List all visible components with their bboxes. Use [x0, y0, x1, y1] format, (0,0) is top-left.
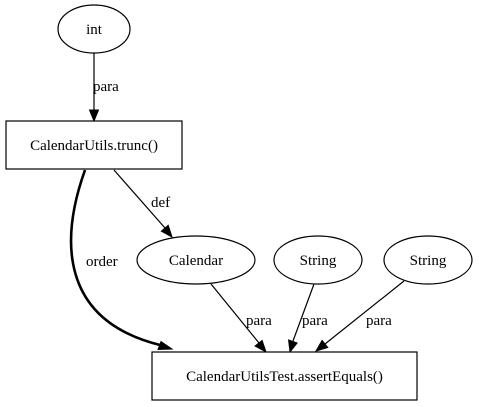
node-string-1: String — [273, 235, 363, 285]
edge-label-string1-assert: para — [302, 313, 328, 329]
node-int-label: int — [86, 22, 103, 38]
edge-int-to-trunc: para — [88, 53, 119, 123]
node-int: int — [57, 4, 131, 54]
edge-label-trunc-calendar: def — [151, 195, 170, 211]
edge-string1-to-assert: para — [288, 283, 328, 354]
node-assert-label: CalendarUtilsTest.assertEquals() — [186, 369, 383, 385]
node-string-2-label: String — [410, 253, 447, 269]
node-calendar: Calendar — [136, 235, 256, 285]
node-trunc-label: CalendarUtils.trunc() — [30, 138, 158, 154]
node-assert: CalendarUtilsTest.assertEquals() — [151, 351, 418, 401]
edge-label-calendar-assert: para — [246, 313, 272, 329]
node-string-1-label: String — [300, 253, 337, 269]
node-string-2: String — [383, 235, 473, 285]
edge-trunc-to-assert-order: order — [69, 169, 174, 351]
edge-calendar-to-assert: para — [210, 283, 272, 354]
edge-label-int-trunc: para — [93, 79, 119, 95]
edge-trunc-to-calendar: def — [113, 169, 173, 239]
node-calendar-label: Calendar — [169, 253, 223, 269]
edge-label-string2-assert: para — [366, 313, 392, 329]
edge-string2-to-assert: para — [314, 280, 405, 352]
node-trunc: CalendarUtils.trunc() — [5, 120, 183, 170]
edge-label-trunc-assert: order — [86, 254, 118, 270]
